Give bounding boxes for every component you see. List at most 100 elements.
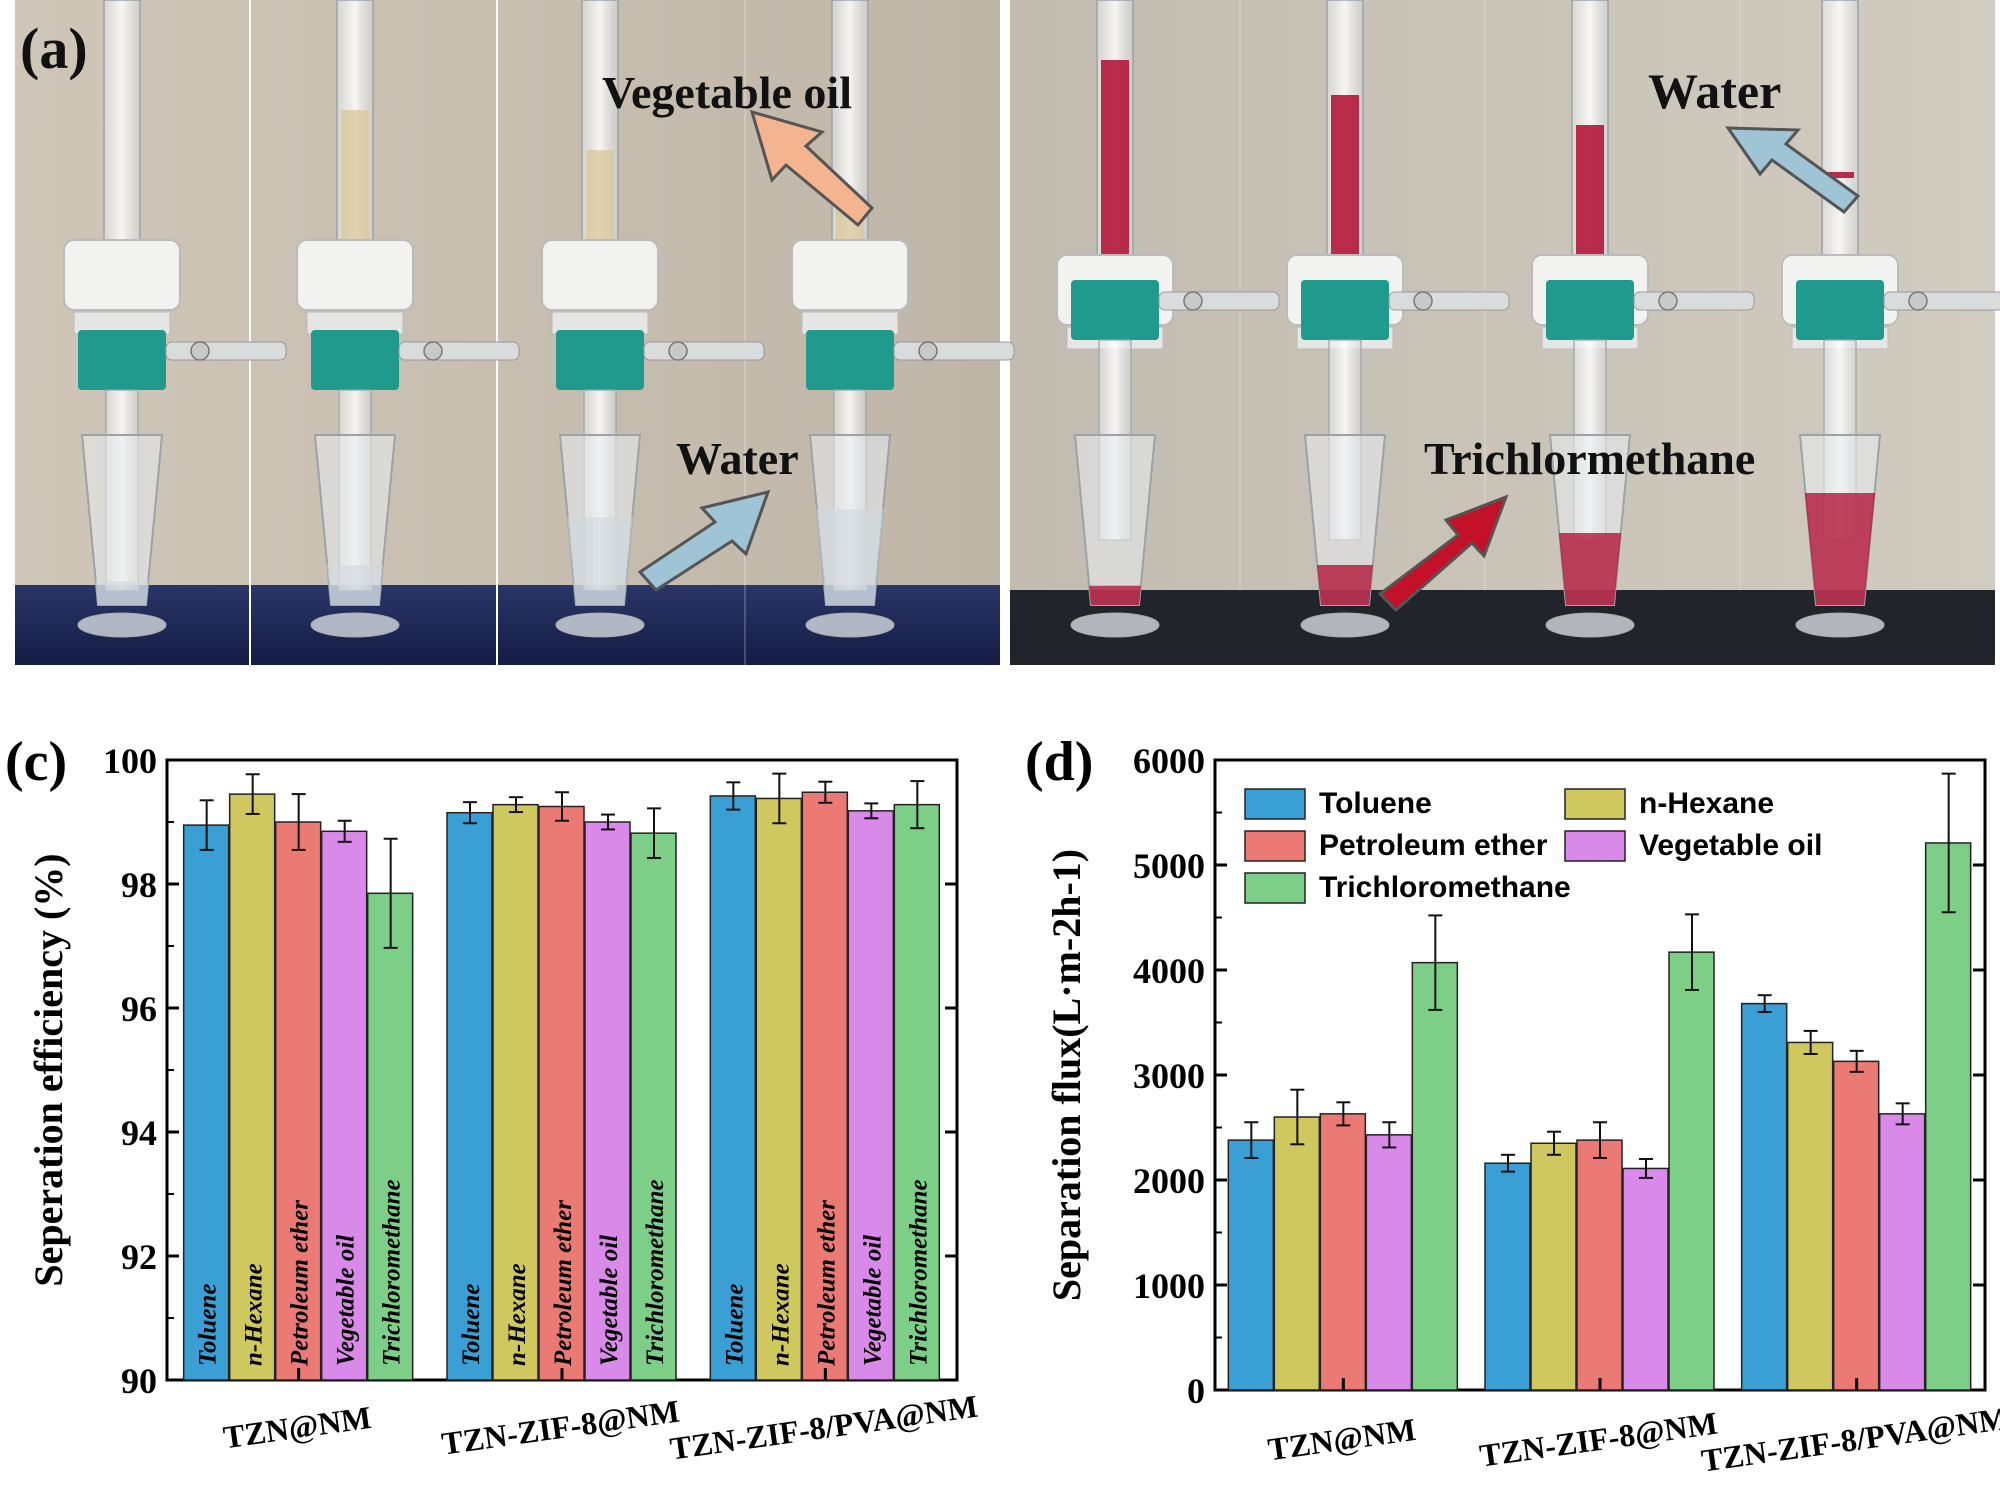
cylinder-liquid — [1558, 533, 1622, 605]
column-tube — [1821, 0, 1859, 266]
cylinder-liquid — [1317, 565, 1373, 605]
annotation-vegetable-oil: Vegetable oil — [602, 67, 852, 118]
y-tick-label: 0 — [1187, 1371, 1205, 1411]
clamp-arm — [1883, 291, 2000, 311]
cylinder-foot — [555, 612, 645, 638]
bar — [1786, 1041, 1834, 1391]
water-arrow-left — [637, 489, 771, 592]
legend-swatch — [1244, 872, 1306, 904]
separation-column — [791, 0, 1015, 638]
bar — [709, 795, 757, 1381]
cylinder-foot — [77, 612, 167, 638]
separation-column — [1781, 0, 2000, 638]
y-axis-label: Seperation efficiency (%) — [26, 853, 71, 1286]
legend-swatch — [1564, 830, 1626, 862]
legend-label: Petroleum ether — [1319, 829, 1548, 862]
column-liquid — [1826, 172, 1854, 178]
bar — [1576, 1139, 1623, 1391]
bar — [1411, 961, 1459, 1391]
clamp-arm — [893, 341, 1015, 361]
cylinder-liquid — [327, 565, 383, 605]
bar — [847, 810, 895, 1381]
bar-series-label: Vegetable oil — [859, 1235, 886, 1366]
column-fitting — [791, 239, 909, 311]
column-liquid — [341, 110, 369, 250]
column-liquid — [1331, 95, 1359, 255]
clamp-block — [1301, 280, 1389, 340]
column-fitting — [63, 239, 181, 311]
y-tick-label: 3000 — [1133, 1056, 1205, 1096]
y-tick-label: 100 — [103, 741, 157, 781]
separation-column — [1286, 0, 1510, 638]
column-liquid — [1101, 60, 1129, 255]
clamp-arm — [1388, 291, 1510, 311]
cylinder-liquid — [816, 509, 884, 605]
cylinder-liquid — [95, 581, 149, 605]
annotation-water-right: Water — [1648, 63, 1781, 119]
clamp-block — [78, 330, 166, 390]
panel-label: (d) — [1025, 731, 1093, 793]
y-tick-label: 94 — [121, 1113, 157, 1153]
cylinder-foot — [1300, 612, 1390, 638]
legend-label: Trichloromethane — [1319, 871, 1571, 904]
bar-series-label: Vegetable oil — [596, 1235, 623, 1366]
y-tick-label: 4000 — [1133, 951, 1205, 991]
separation-column — [63, 0, 287, 638]
bar-series-label: Toluene — [195, 1284, 222, 1366]
category-label: TZN-ZIF-8/PVA@NM — [668, 1388, 980, 1467]
annotation-trichlormethane: Trichlormethane — [1424, 433, 1755, 484]
category-label: TZN-ZIF-8/PVA@NM — [1699, 1400, 2000, 1479]
bar-series-label: Trichloromethane — [379, 1179, 406, 1366]
cylinder-foot — [1070, 612, 1160, 638]
clamp-arm — [643, 341, 765, 361]
clamp-screw — [1183, 291, 1203, 311]
vegetable-oil-arrow — [749, 109, 875, 228]
y-tick-label: 98 — [121, 865, 157, 905]
legend-label: n-Hexane — [1639, 787, 1774, 820]
separation-column — [541, 0, 765, 638]
cylinder-liquid — [1089, 585, 1141, 605]
clamp-screw — [423, 341, 443, 361]
bar-series-label: n-Hexane — [504, 1263, 531, 1366]
bar — [1365, 1134, 1413, 1391]
bar — [1668, 951, 1715, 1391]
clamp-block — [1071, 280, 1159, 340]
cylinder-liquid — [1804, 493, 1876, 605]
bar-series-label: n-Hexane — [767, 1263, 794, 1366]
bar — [182, 824, 230, 1381]
bar-series-label: Toluene — [721, 1284, 748, 1366]
separation-column — [1531, 0, 1755, 638]
clamp-block — [1796, 280, 1884, 340]
bar-series-label: Trichloromethane — [642, 1179, 669, 1366]
bar — [366, 892, 414, 1381]
bar — [630, 832, 677, 1381]
clamp-block — [806, 330, 894, 390]
y-tick-label: 6000 — [1133, 741, 1205, 781]
clamp-screw — [918, 341, 938, 361]
cylinder-liquid — [567, 517, 633, 605]
bar — [1622, 1167, 1669, 1391]
panel-label-a: (a) — [20, 16, 88, 81]
column-liquid — [1576, 125, 1604, 255]
photo-panel: (a) Vegetable oil Water Water Trichlorme… — [15, 0, 2000, 665]
bar-series-label: Trichloromethane — [905, 1179, 932, 1366]
bar-series-label: Petroleum ether — [287, 1200, 314, 1367]
clamp-screw — [668, 341, 688, 361]
cylinder-foot — [310, 612, 400, 638]
clamp-block — [1546, 280, 1634, 340]
y-tick-label: 2000 — [1133, 1161, 1205, 1201]
legend-swatch — [1244, 788, 1306, 820]
bar — [274, 821, 322, 1381]
bar — [1832, 1060, 1880, 1391]
y-tick-label: 90 — [121, 1361, 157, 1401]
bar — [538, 805, 585, 1381]
legend-label: Toluene — [1319, 787, 1432, 820]
bar — [1484, 1162, 1531, 1391]
separation-column — [1056, 0, 1280, 638]
bar-series-label: Petroleum ether — [550, 1200, 577, 1367]
bar — [1740, 1002, 1788, 1391]
legend-label: Vegetable oil — [1639, 829, 1822, 862]
bar — [446, 811, 493, 1381]
legend-swatch — [1564, 788, 1626, 820]
